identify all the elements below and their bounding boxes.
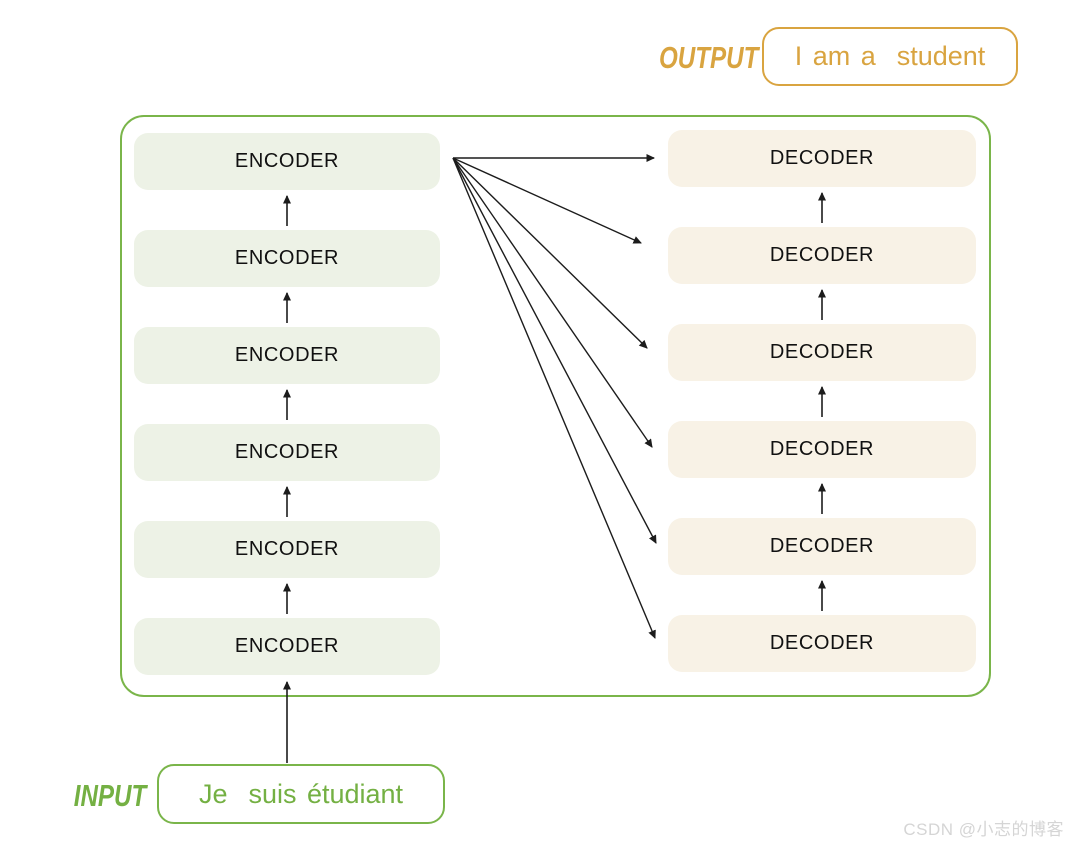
decoder-label: DECODER (769, 632, 875, 654)
encoder-box-4: ENCODER (134, 424, 440, 481)
encoder-box-3: ENCODER (134, 327, 440, 384)
encoder-box-1: ENCODER (134, 133, 440, 190)
encoder-label: ENCODER (234, 150, 340, 172)
decoder-box-3: DECODER (668, 324, 976, 381)
decoder-box-5: DECODER (668, 518, 976, 575)
encoder-label: ENCODER (234, 441, 340, 463)
encoder-label: ENCODER (234, 635, 340, 657)
decoder-box-4: DECODER (668, 421, 976, 478)
output-label: OUTPUT (659, 40, 759, 75)
decoder-label: DECODER (769, 147, 875, 169)
decoder-label: DECODER (769, 341, 875, 363)
csdn-watermark: CSDN @小志的博客 (903, 820, 1064, 839)
encoder-decoder-frame (120, 115, 991, 697)
encoder-label: ENCODER (234, 247, 340, 269)
encoder-label: ENCODER (234, 538, 340, 560)
decoder-label: DECODER (769, 535, 875, 557)
encoder-box-5: ENCODER (134, 521, 440, 578)
encoder-box-2: ENCODER (134, 230, 440, 287)
input-label: INPUT (73, 778, 147, 813)
decoder-label: DECODER (769, 244, 875, 266)
decoder-box-1: DECODER (668, 130, 976, 187)
decoder-box-2: DECODER (668, 227, 976, 284)
encoder-label: ENCODER (234, 344, 340, 366)
decoder-label: DECODER (769, 438, 875, 460)
output-phrase-box: I am a student (762, 27, 1018, 86)
decoder-box-6: DECODER (668, 615, 976, 672)
encoder-box-6: ENCODER (134, 618, 440, 675)
input-phrase-text: Je suis étudiant (198, 778, 404, 809)
output-phrase-text: I am a student (794, 41, 986, 71)
input-phrase-box: Je suis étudiant (157, 764, 445, 824)
